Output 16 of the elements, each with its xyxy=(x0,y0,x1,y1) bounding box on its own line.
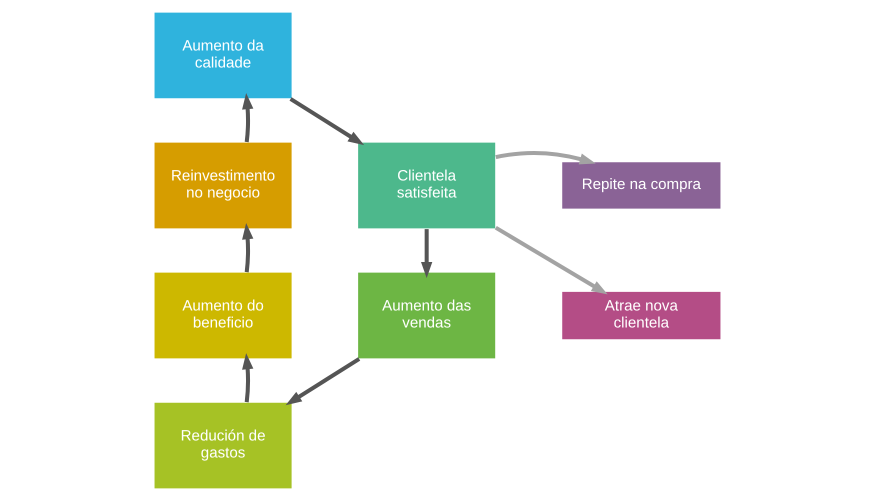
node-box: Aumento das vendas xyxy=(357,272,496,360)
node-box: Atrae nova clientela xyxy=(561,290,722,340)
arrow xyxy=(494,226,608,294)
node-box: Aumento do beneficio xyxy=(154,272,293,360)
node-box: Repite na compra xyxy=(561,161,722,210)
node-box: Clientela satisfeita xyxy=(357,142,496,230)
node-box: Redución de gastos xyxy=(154,402,293,490)
arrow xyxy=(242,223,254,272)
arrow xyxy=(242,353,254,402)
arrow xyxy=(286,357,360,406)
arrow xyxy=(290,97,364,146)
arrow xyxy=(495,151,596,164)
arrow xyxy=(242,93,254,142)
node-box: Aumento da calidade xyxy=(154,12,293,100)
node-box: Reinvestimento no negocio xyxy=(154,142,293,230)
arrow xyxy=(421,229,432,278)
